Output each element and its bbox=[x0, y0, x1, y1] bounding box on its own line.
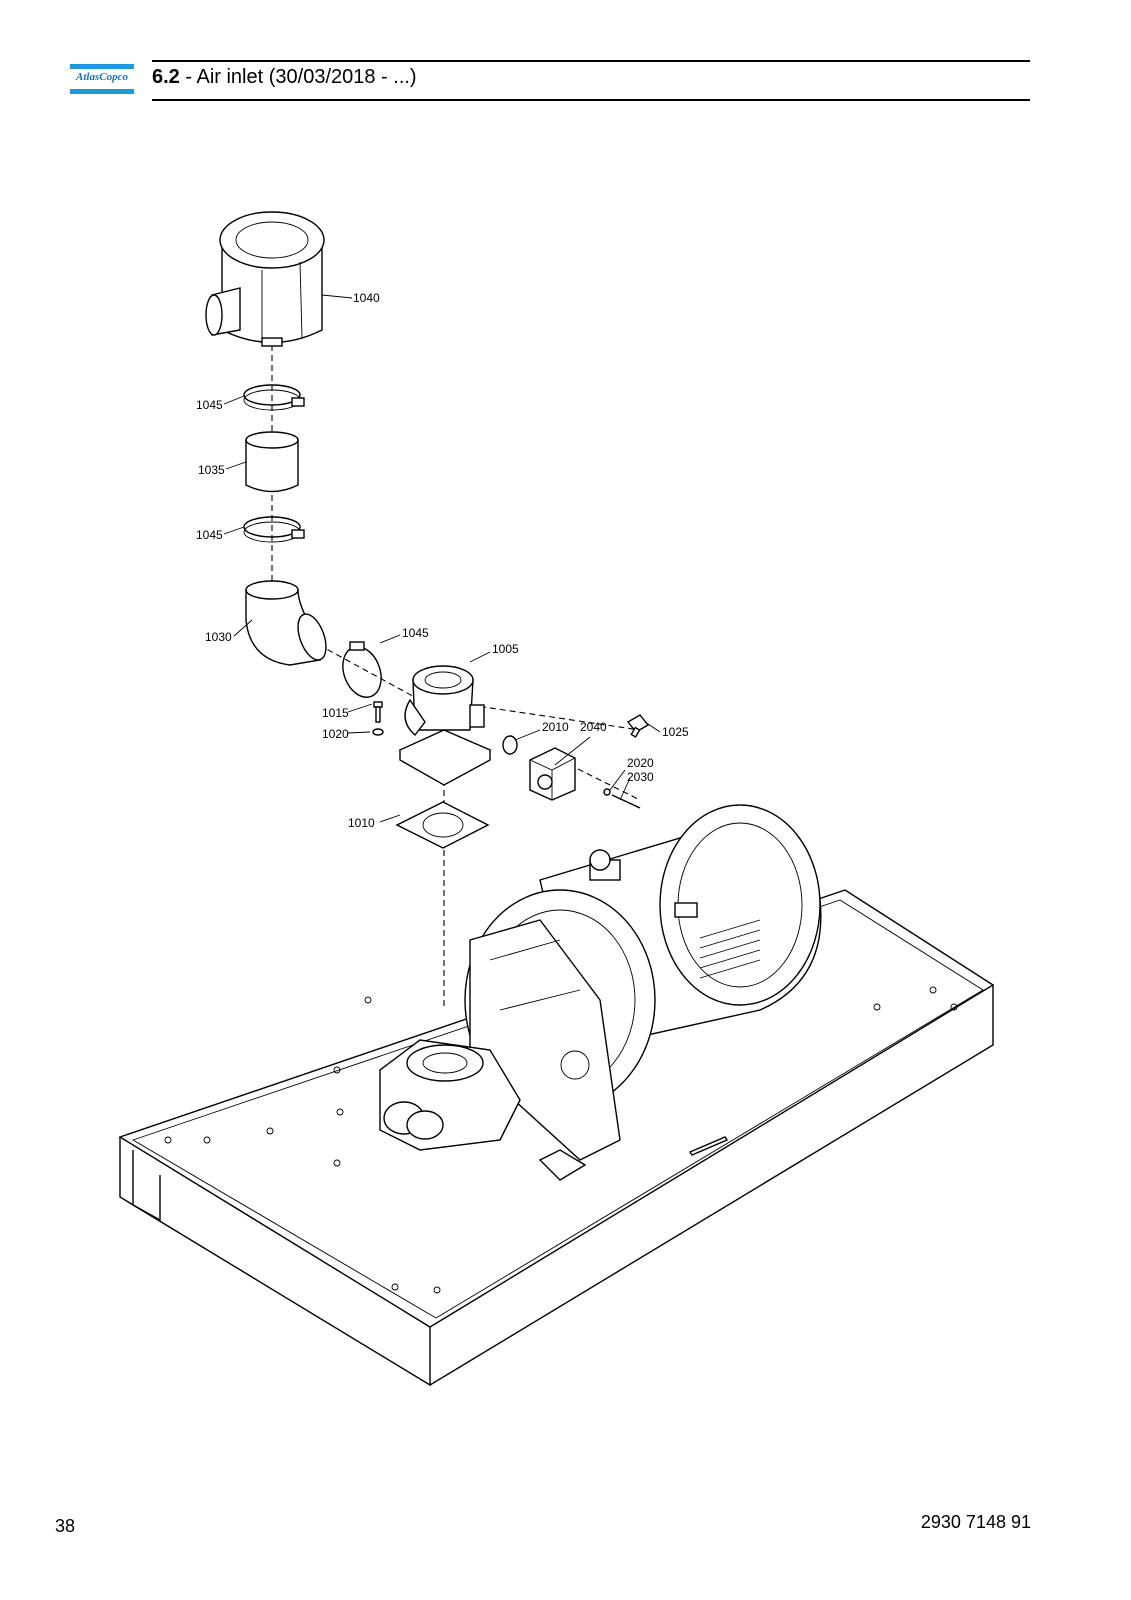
page-number: 38 bbox=[55, 1516, 76, 1536]
callout-2020: 2020 bbox=[627, 756, 654, 770]
section-number: 6.2 bbox=[152, 66, 180, 88]
hose-clamp-1045-b bbox=[243, 516, 305, 543]
washer-1020 bbox=[372, 728, 384, 736]
callout-1030: 1030 bbox=[205, 630, 232, 644]
header-top-rule bbox=[152, 60, 1030, 62]
page-title: 6.2 - Air inlet (30/03/2018 - ...) bbox=[152, 66, 417, 89]
section-title: - Air inlet (30/03/2018 - ...) bbox=[179, 66, 417, 88]
solenoid-valve-2040 bbox=[529, 747, 576, 801]
inlet-valve-1005 bbox=[398, 665, 492, 786]
gasket-1010 bbox=[395, 801, 490, 849]
callout-1040: 1040 bbox=[353, 291, 380, 305]
hose-clamp-1045-a bbox=[243, 384, 305, 411]
air-filter-1040 bbox=[205, 211, 325, 347]
callout-1005: 1005 bbox=[492, 642, 519, 656]
washer-2020 bbox=[603, 788, 611, 796]
callout-1015: 1015 bbox=[322, 706, 349, 720]
callout-2010: 2010 bbox=[542, 720, 569, 734]
silencer-1025 bbox=[626, 714, 650, 738]
document-number: 2930 7148 91 bbox=[920, 1512, 1031, 1532]
callout-1045-a: 1045 bbox=[196, 398, 223, 412]
callout-2030: 2030 bbox=[627, 770, 654, 784]
o-ring-2010 bbox=[502, 735, 518, 755]
screw-2030 bbox=[611, 794, 641, 809]
callout-1045-b: 1045 bbox=[196, 528, 223, 542]
compressor-element bbox=[379, 1039, 587, 1181]
atlas-copco-logo: AtlasCopco bbox=[70, 64, 134, 94]
callout-1020: 1020 bbox=[322, 727, 349, 741]
hose-clamp-1045-c bbox=[342, 641, 382, 698]
callout-2040: 2040 bbox=[580, 720, 607, 734]
callout-1035: 1035 bbox=[198, 463, 225, 477]
callout-1010: 1010 bbox=[348, 816, 375, 830]
callout-1045-c: 1045 bbox=[402, 626, 429, 640]
header-bottom-rule bbox=[152, 99, 1030, 101]
hose-1035 bbox=[245, 431, 299, 493]
elbow-1030 bbox=[245, 580, 327, 666]
callout-1025: 1025 bbox=[662, 725, 689, 739]
bolt-1015 bbox=[373, 701, 383, 723]
